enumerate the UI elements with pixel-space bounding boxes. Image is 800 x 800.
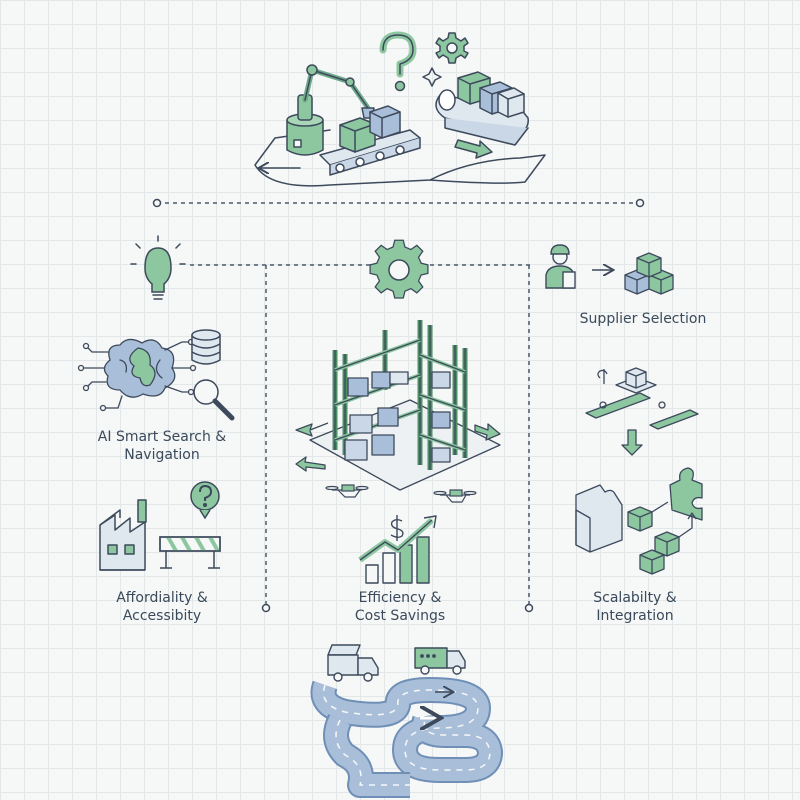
question-mark-icon [379,31,417,92]
warehouse-rack-icon [295,320,501,491]
connector-dot-right-bottom [524,603,534,613]
eff-label-line2: Cost Savings [354,608,446,624]
worker-icon [545,244,576,289]
automation-scene [254,31,546,187]
connector-dots [152,198,645,613]
question-bubble-icon [190,481,220,520]
ai-smart-search-label: AI Smart Search & Navigation [62,428,262,464]
ai-label-line1: AI Smart Search & [97,429,227,445]
drone-icon [325,484,477,503]
winding-road-icon [310,677,503,798]
connector-dot-top-left [152,198,162,208]
factory-icon [99,499,147,571]
ai-label-line2: Navigation [124,447,200,463]
connector-lines [157,202,640,608]
eff-label-line1: Efficiency & [358,590,442,606]
left-conveyor-icon [319,105,421,176]
afford-label-line2: Accessibity [122,608,202,624]
sparkle-icon [422,67,442,87]
barrier-icon [159,536,221,569]
affordability-label: Affordiality & Accessibity [82,589,242,625]
routing-icon [585,367,699,456]
efficiency-label: Efficiency & Cost Savings [320,589,480,625]
conveyor-belt-icon [435,71,529,159]
connector-dot-left-bottom [261,603,271,613]
robotic-arm-icon [286,64,375,156]
growth-chart-icon [358,515,437,584]
afford-label-line1: Affordiality & [116,590,208,606]
scalability-label: Scalabilty & Integration [555,589,715,625]
database-icon [191,329,221,365]
supplier-selection-text: Supplier Selection [579,311,707,327]
lightbulb-icon [130,235,186,300]
connector-dot-top-right [635,198,645,208]
scal-label-line2: Integration [596,608,674,624]
dollar-icon [390,515,404,541]
center-gear-icon [369,239,429,299]
scal-label-line1: Scalabilty & [593,590,677,606]
puzzle-icon [575,467,703,553]
gear-icon [435,32,469,64]
delivery-truck-icon [327,644,466,682]
magnifier-icon [193,379,235,421]
supplier-selection-label: Supplier Selection [563,310,723,328]
boxes-icon [624,252,674,295]
brain-circuit-icon [77,338,197,412]
cube-stack-icon [627,501,697,575]
